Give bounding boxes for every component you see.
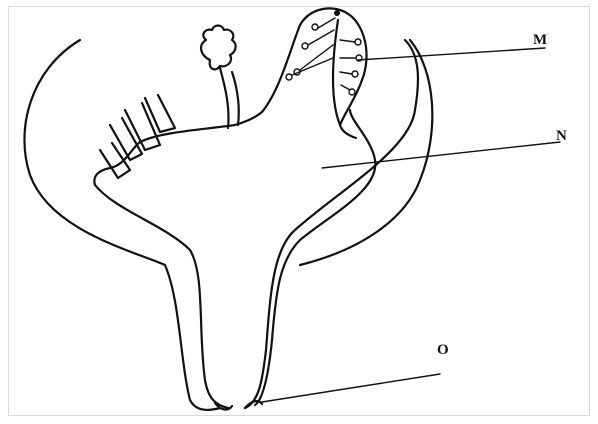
ovule-7: [352, 71, 358, 77]
right-stalk-inner: [255, 110, 375, 405]
stamen-4: [145, 95, 175, 132]
leader-line-m: [358, 48, 545, 60]
stamen-1: [100, 143, 130, 178]
style-right: [220, 68, 229, 128]
ovule-4: [286, 74, 292, 80]
ovule-1: [312, 24, 318, 30]
style-left: [232, 72, 239, 125]
ovary-apex-dot: [334, 10, 340, 16]
left-stalk-inner: [95, 185, 228, 408]
inner-chamber-outline: [94, 112, 262, 185]
stigma: [201, 26, 236, 70]
ovule-8: [349, 89, 355, 95]
ovule-stalk-7: [340, 72, 352, 74]
ovule-stalk-2: [308, 30, 334, 45]
label-n: N: [556, 128, 567, 144]
ovule-stalk-5: [340, 40, 355, 42]
ovule-stalk-1: [318, 18, 335, 28]
ovule-2: [302, 43, 308, 49]
ovule-stalk-8: [341, 85, 350, 90]
stamen-3: [125, 103, 160, 150]
right-petal-outline: [300, 40, 432, 265]
leader-line-o: [262, 374, 440, 402]
label-o: O: [437, 342, 449, 358]
label-m: M: [533, 32, 547, 48]
leader-line-n: [322, 142, 560, 168]
stamen-2: [110, 118, 142, 160]
ovary-inner: [333, 20, 340, 125]
left-outer-curve: [24, 40, 220, 410]
ovule-5: [355, 39, 361, 45]
